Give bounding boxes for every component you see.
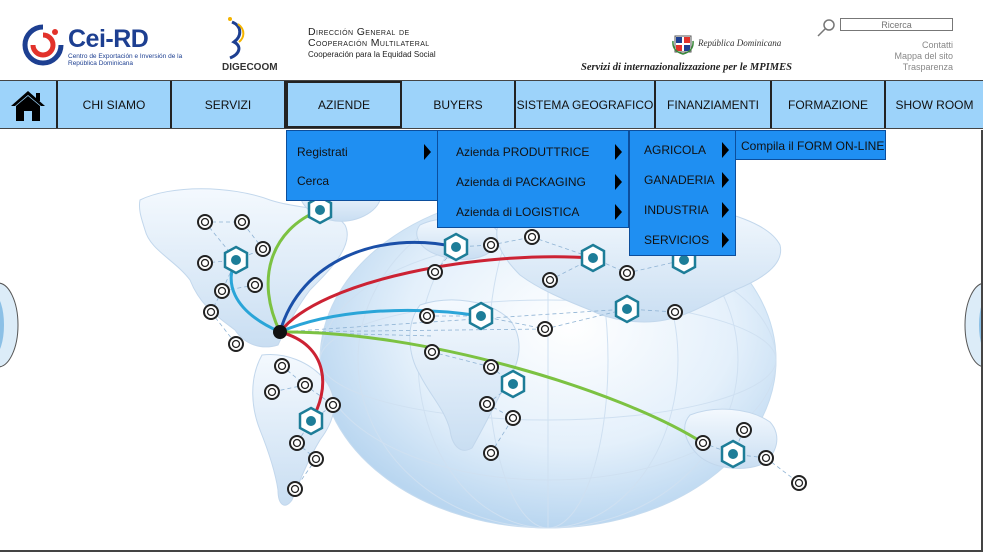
menu-item-industria[interactable]: INDUSTRIA — [630, 195, 735, 225]
republica-dominicana-seal: República Dominicana — [672, 33, 792, 55]
search-icon[interactable] — [815, 18, 837, 38]
submenu-arrow-icon — [722, 172, 729, 188]
digecoom-wordmark: DIGECOOM — [222, 62, 278, 73]
top-links: Contatti Mappa del sito Trasparenza — [894, 40, 953, 73]
nav-sistema-geografico[interactable]: SISTEMA GEOGRAFICO — [516, 81, 656, 128]
nav-finanziamenti[interactable]: FINANZIAMENTI — [656, 81, 772, 128]
menu-item-azienda-packaging-label: Azienda di PACKAGING — [456, 175, 586, 189]
nav-formazione[interactable]: FORMAZIONE — [772, 81, 886, 128]
nav-buyers[interactable]: BUYERS — [402, 81, 516, 128]
submenu-arrow-icon — [722, 142, 729, 158]
direccion-title: Dirección General de Cooperación Multila… — [308, 27, 436, 60]
nav-show-room[interactable]: SHOW ROOM — [886, 81, 983, 128]
nav-chi-siamo[interactable]: CHI SIAMO — [58, 81, 172, 128]
menu-item-registrati[interactable]: Registrati — [287, 137, 437, 167]
menu-item-cerca-label: Cerca — [297, 174, 330, 188]
right-divider — [981, 130, 983, 552]
main-nav: CHI SIAMO SERVIZI AZIENDE BUYERS SISTEMA… — [0, 80, 983, 129]
search-input[interactable] — [840, 18, 953, 31]
submenu-arrow-icon — [722, 232, 729, 248]
coat-of-arms-icon — [672, 35, 694, 55]
bottom-divider — [0, 550, 983, 552]
menu-item-azienda-produttrice-label: Azienda PRODUTTRICE — [456, 145, 590, 159]
direccion-line1: Dirección General de — [308, 26, 410, 38]
menu-aziende: Registrati Cerca — [286, 130, 438, 201]
cei-rd-logo[interactable]: Cei-RD Centro de Exportación e Inversión… — [20, 22, 190, 72]
submenu-arrow-icon — [615, 204, 622, 220]
menu-item-ganaderia-label: GANADERIA — [644, 173, 715, 187]
submenu-arrow-icon — [615, 144, 622, 160]
home-icon — [11, 90, 45, 121]
cei-rd-logo-mark — [22, 24, 64, 66]
home-button[interactable] — [0, 81, 58, 128]
menu-item-servicios[interactable]: SERVICIOS — [630, 225, 735, 255]
menu-item-azienda-produttrice[interactable]: Azienda PRODUTTRICE — [438, 137, 628, 167]
servizi-tagline: Servizi di internazionalizzazione per le… — [581, 62, 792, 73]
digecoom-logo[interactable]: DIGECOOM — [222, 16, 282, 76]
cei-rd-wordmark: Cei-RD — [68, 25, 149, 53]
direccion-line3: Cooperación para la Equidad Social — [308, 50, 436, 59]
submenu-arrow-icon — [424, 144, 431, 160]
cei-rd-tagline: Centro de Exportación e Inversión de la … — [68, 53, 183, 67]
menu-item-azienda-packaging[interactable]: Azienda di PACKAGING — [438, 167, 628, 197]
direccion-line2: Cooperación Multilateral — [308, 37, 430, 49]
menu-item-industria-label: INDUSTRIA — [644, 203, 709, 217]
menu-item-azienda-logistica-label: Azienda di LOGISTICA — [456, 205, 580, 219]
digecoom-logo-mark — [228, 17, 245, 60]
menu-item-agricola-label: AGRICOLA — [644, 143, 707, 157]
link-trasparenza[interactable]: Trasparenza — [902, 62, 953, 72]
nav-servizi[interactable]: SERVIZI — [172, 81, 286, 128]
menu-agricola: Compila il FORM ON-LINE — [735, 130, 886, 160]
submenu-arrow-icon — [722, 202, 729, 218]
link-contatti[interactable]: Contatti — [921, 40, 953, 50]
menu-item-compila-form-label: Compila il FORM ON-LINE — [741, 139, 885, 153]
menu-item-azienda-logistica[interactable]: Azienda di LOGISTICA — [438, 197, 628, 227]
menu-item-cerca[interactable]: Cerca — [287, 167, 437, 195]
menu-item-servicios-label: SERVICIOS — [644, 233, 710, 247]
submenu-arrow-icon — [615, 174, 622, 190]
carousel-prev-button[interactable] — [0, 280, 28, 370]
menu-item-registrati-label: Registrati — [297, 145, 348, 159]
menu-azienda-produttrice: AGRICOLA GANADERIA INDUSTRIA SERVICIOS — [629, 130, 736, 256]
menu-item-ganaderia[interactable]: GANADERIA — [630, 165, 735, 195]
header: Cei-RD Centro de Exportación e Inversión… — [0, 0, 983, 80]
carousel-next-button[interactable] — [955, 280, 983, 370]
nav-aziende[interactable]: AZIENDE — [286, 81, 402, 128]
link-mappa-del-sito[interactable]: Mappa del sito — [894, 51, 953, 61]
menu-item-agricola[interactable]: AGRICOLA — [630, 135, 735, 165]
republica-dominicana-label: República Dominicana — [698, 38, 782, 48]
menu-registrati: Azienda PRODUTTRICE Azienda di PACKAGING… — [437, 130, 629, 228]
menu-item-compila-form[interactable]: Compila il FORM ON-LINE — [736, 131, 885, 161]
